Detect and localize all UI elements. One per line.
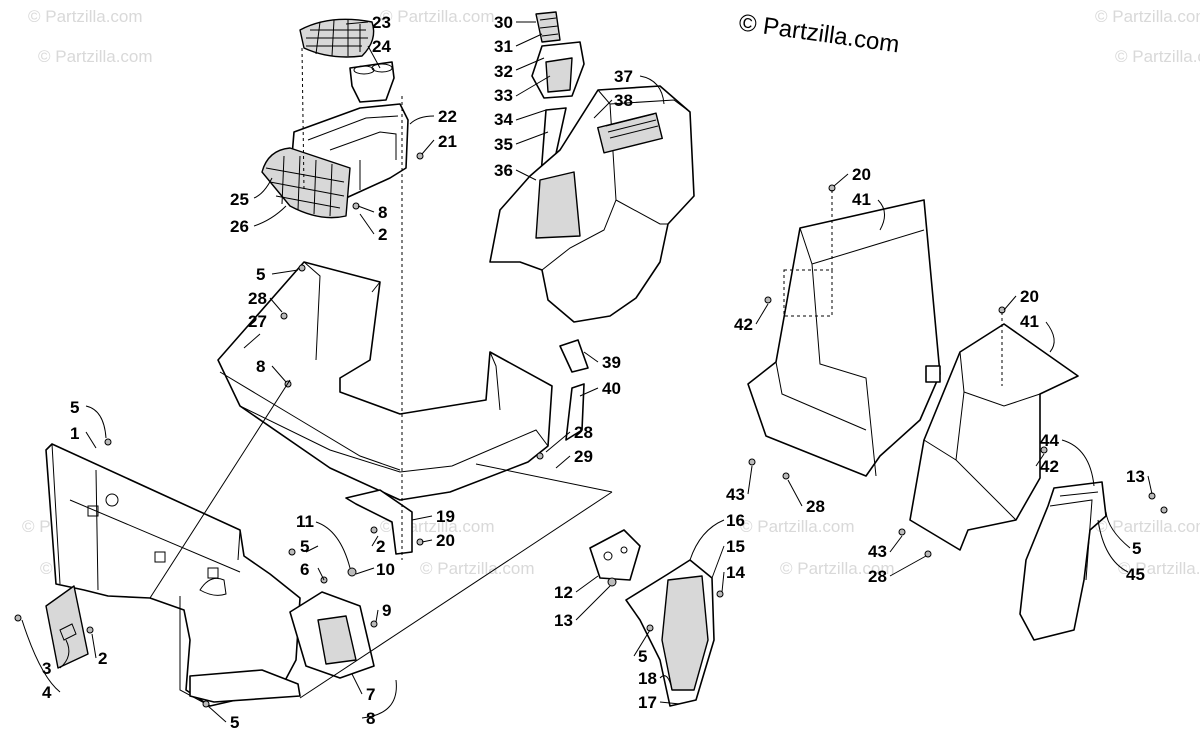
callout-25: 25	[230, 190, 249, 209]
callout-37: 37	[614, 67, 633, 86]
callout-5: 5	[70, 398, 79, 417]
callout-38: 38	[614, 91, 633, 110]
callout-2: 2	[98, 649, 107, 668]
callout-8: 8	[256, 357, 265, 376]
callout-9: 9	[382, 601, 391, 620]
callout-2: 2	[376, 537, 385, 556]
callout-36: 36	[494, 161, 513, 180]
console-assembly	[261, 18, 424, 219]
callout-31: 31	[494, 37, 513, 56]
callout-42: 42	[1040, 457, 1059, 476]
watermark-faint: © Partzilla.com	[1118, 559, 1200, 578]
callout-34: 34	[494, 110, 513, 129]
callout-10: 10	[376, 560, 395, 579]
watermark-main: © Partzilla.com	[737, 9, 901, 58]
callout-40: 40	[602, 379, 621, 398]
callout-11: 11	[296, 512, 314, 531]
callout-32: 32	[494, 62, 513, 81]
callout-15: 15	[726, 537, 745, 556]
watermark-faint: © Partzilla.com	[28, 7, 143, 26]
callout-28: 28	[868, 567, 887, 586]
callout-5: 5	[638, 647, 647, 666]
callout-13: 13	[554, 611, 573, 630]
callout-24: 24	[372, 37, 391, 56]
watermark-faint: © Partzilla.com	[420, 559, 535, 578]
callout-35: 35	[494, 135, 513, 154]
watermark-faint: © Partzilla.com	[780, 559, 895, 578]
callout-41: 41	[852, 190, 871, 209]
callout-39: 39	[602, 353, 621, 372]
callout-7: 7	[366, 685, 375, 704]
callout-1: 1	[70, 424, 79, 443]
callout-5: 5	[1132, 539, 1141, 558]
callout-18: 18	[638, 669, 657, 688]
watermark-faint: © Partzilla.com	[38, 47, 153, 66]
callout-6: 6	[300, 560, 309, 579]
clips-39-40	[559, 339, 589, 441]
callout-13: 13	[1126, 467, 1145, 486]
callout-20: 20	[852, 165, 871, 184]
callout-4: 4	[42, 683, 52, 702]
callout-44: 44	[1040, 431, 1059, 450]
callout-42: 42	[734, 315, 753, 334]
callout-21: 21	[438, 132, 457, 151]
callout-8: 8	[366, 709, 375, 728]
callout-45: 45	[1126, 565, 1145, 584]
callout-43: 43	[868, 542, 887, 561]
callout-43: 43	[726, 485, 745, 504]
callout-12: 12	[554, 583, 573, 602]
callout-5: 5	[300, 537, 309, 556]
callout-27: 27	[248, 312, 267, 331]
callout-2: 2	[378, 225, 387, 244]
callout-28: 28	[574, 423, 593, 442]
watermark-faint: © Partzilla.com	[380, 7, 495, 26]
callout-23: 23	[372, 13, 391, 32]
front-panel-assembly	[45, 443, 413, 707]
callout-3: 3	[42, 659, 51, 678]
callout-29: 29	[574, 447, 593, 466]
callout-26: 26	[230, 217, 249, 236]
callout-33: 33	[494, 86, 513, 105]
assembly-lines	[149, 96, 1003, 699]
callout-22: 22	[438, 107, 457, 126]
callout-17: 17	[638, 693, 657, 712]
callout-20: 20	[1020, 287, 1039, 306]
floor-tub	[217, 261, 553, 501]
callout-19: 19	[436, 507, 455, 526]
callout-14: 14	[726, 563, 745, 582]
callout-5: 5	[256, 265, 265, 284]
watermark-faint: © Partzilla.com	[740, 517, 855, 536]
dash-panel-assembly	[489, 11, 695, 323]
leader-lines	[21, 21, 1153, 723]
callout-41: 41	[1020, 312, 1039, 331]
callout-16: 16	[726, 511, 745, 530]
callout-30: 30	[494, 13, 513, 32]
side-panel-left	[747, 199, 941, 477]
callout-labels: 23 24 22 21 25 26 8 2 30 31 32 33 34 35 …	[42, 13, 1145, 732]
callout-20: 20	[436, 531, 455, 550]
side-panel-right	[909, 323, 1079, 551]
watermark-faint: © Partzilla.com	[1115, 47, 1200, 66]
callout-28: 28	[806, 497, 825, 516]
mud-flap-assembly	[589, 529, 715, 707]
callout-28: 28	[248, 289, 267, 308]
callout-5: 5	[230, 713, 239, 732]
watermark-faint: © Partzilla.com	[1095, 7, 1200, 26]
watermark-faint: © Partzilla.com	[1095, 517, 1200, 536]
splash-guard	[1019, 481, 1107, 641]
callout-8: 8	[378, 203, 387, 222]
